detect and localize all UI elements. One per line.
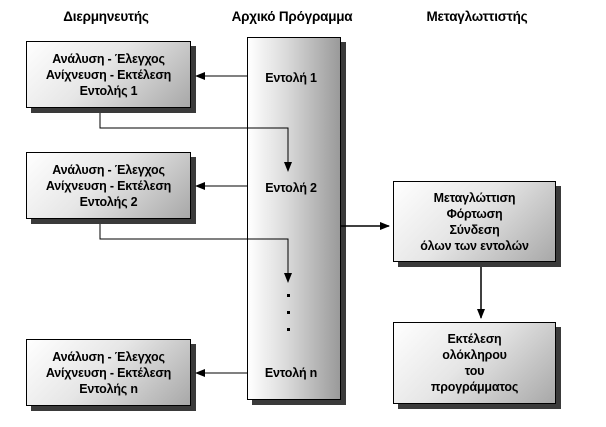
interpreter-box-n: Ανάλυση - Έλεγχος Ανίχνευση - Εκτέλεση Ε… <box>26 339 191 406</box>
compile-load-link-box: Μεταγλώττιση Φόρτωση Σύνδεση όλων των εν… <box>393 181 556 262</box>
interpreter-box-n-line2: Ανίχνευση - Εκτέλεση <box>45 365 172 380</box>
source-program-title: Αρχικό Πρόγραμμα <box>231 9 353 24</box>
interpreter-box-n-line3: Εντολής n <box>79 381 138 396</box>
command-n-label: Εντολή n <box>264 366 318 380</box>
interpreter-box-2-line2: Ανίχνευση - Εκτέλεση <box>45 178 172 193</box>
execute-box-line1: Εκτέλεση <box>447 332 502 346</box>
interpreter-box-2: Ανάλυση - Έλεγχος Ανίχνευση - Εκτέλεση Ε… <box>26 152 191 219</box>
interpreter-box-2-line1: Ανάλυση - Έλεγχος <box>52 162 165 177</box>
interpreter-box-1-line2: Ανίχνευση - Εκτέλεση <box>45 67 172 82</box>
command-1-label: Εντολή 1 <box>265 71 317 85</box>
interpreter-box-2-line3: Εντολής 2 <box>79 194 138 209</box>
interpreter-box-n-line1: Ανάλυση - Έλεγχος <box>52 349 165 364</box>
execute-program-box: Εκτέλεση ολόκληρου του προγράμματος <box>393 322 556 404</box>
interpreter-box-1-line1: Ανάλυση - Έλεγχος <box>52 51 165 66</box>
compile-box-line3: Σύνδεση <box>449 222 500 237</box>
compile-box-line2: Φόρτωση <box>446 206 503 221</box>
ellipsis-dot <box>287 328 290 331</box>
execute-box-line2: ολόκληρου <box>442 348 507 362</box>
execute-box-line4: προγράμματος <box>430 380 519 394</box>
ellipsis-dot <box>287 294 290 297</box>
compile-box-line4: όλων των εντολών <box>420 238 529 253</box>
execute-box-line3: του <box>464 364 485 378</box>
command-2-label: Εντολή 2 <box>265 181 317 195</box>
interpreter-box-1-line3: Εντολής 1 <box>79 83 138 98</box>
compile-box-line1: Μεταγλώττιση <box>433 190 516 205</box>
interpreter-title: Διερμηνευτής <box>63 9 149 24</box>
ellipsis-dot <box>287 311 290 314</box>
interpreter-box-1: Ανάλυση - Έλεγχος Ανίχνευση - Εκτέλεση Ε… <box>26 41 191 108</box>
flow-box1-to-command2 <box>99 113 292 172</box>
compiler-title: Μεταγλωττιστής <box>426 9 528 24</box>
flow-box2-to-next <box>99 224 292 283</box>
source-program-column <box>247 37 341 400</box>
